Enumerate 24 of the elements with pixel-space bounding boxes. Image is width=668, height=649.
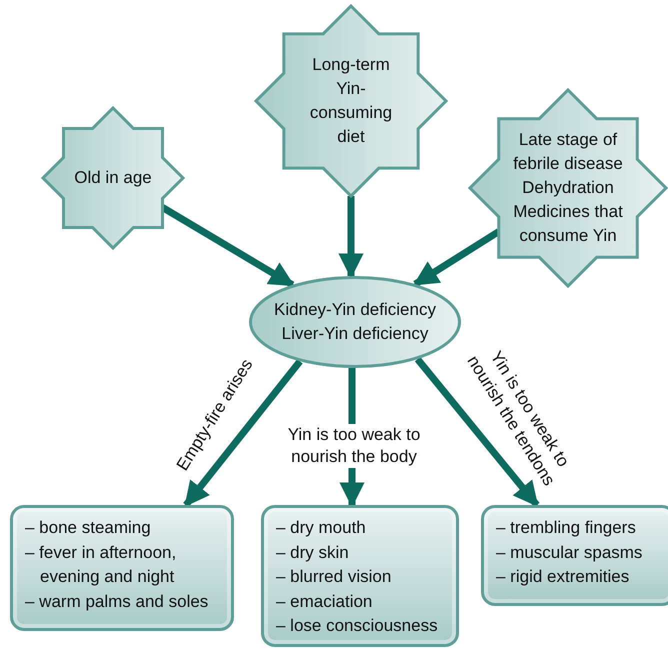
list-item: – warm palms and soles bbox=[25, 590, 210, 612]
arrow bbox=[183, 359, 303, 508]
list-item: – fever in afternoon, evening and night bbox=[25, 542, 178, 588]
list-item: – blurred vision bbox=[276, 566, 392, 588]
list-item: – lose consciousness bbox=[276, 615, 439, 637]
arrow bbox=[414, 356, 540, 508]
symptom-box bbox=[481, 505, 668, 606]
list-item: – rigid extremities bbox=[496, 566, 630, 588]
node-text: Medicines that consume Yin bbox=[512, 201, 624, 247]
list-item: – dry mouth bbox=[276, 517, 367, 539]
symptom-box bbox=[10, 505, 234, 631]
list-item: – muscular spasms bbox=[496, 542, 644, 564]
symptom-box bbox=[261, 505, 459, 647]
node-text: Late stage of febrile disease bbox=[512, 129, 624, 175]
arrow bbox=[338, 196, 364, 279]
node-text: Liver-Yin deficiency bbox=[282, 323, 428, 345]
list-item: – bone steaming bbox=[25, 517, 152, 539]
list-item: – emaciation bbox=[276, 590, 374, 612]
list-item: – trembling fingers bbox=[496, 517, 637, 539]
list-item: – dry skin bbox=[276, 542, 350, 564]
node-text: Old in age bbox=[74, 167, 152, 189]
node-text: Long-term Yin-consuming diet bbox=[308, 54, 394, 148]
node-text: Kidney-Yin deficiency bbox=[274, 299, 436, 321]
node-text: Dehydration bbox=[522, 177, 614, 199]
